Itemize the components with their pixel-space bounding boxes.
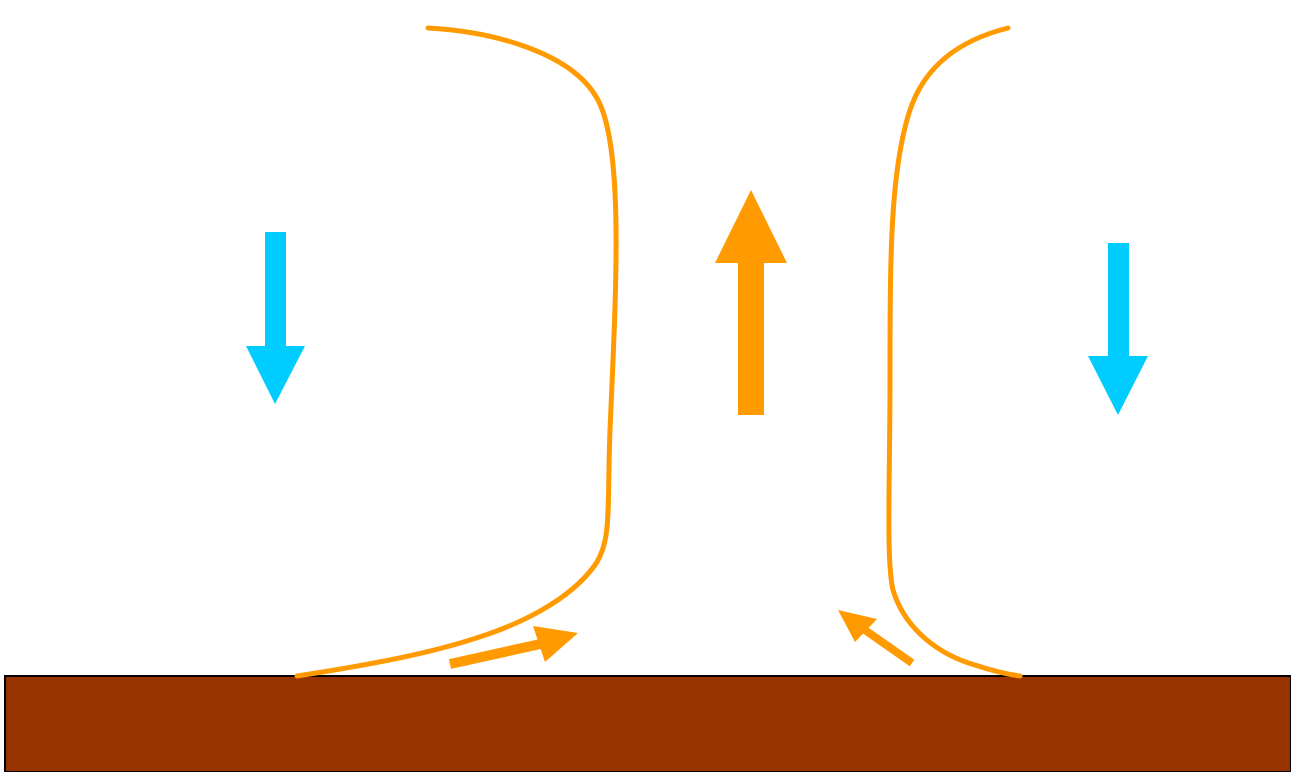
left-flow-streamline: [294, 25, 619, 679]
right-inflow-arrow: [838, 610, 915, 667]
ground: [4, 675, 1291, 772]
right-downdraft-arrow: [1088, 243, 1148, 415]
left-downdraft-arrow: [246, 232, 305, 404]
updraft-arrow: [715, 190, 787, 415]
left-inflow-arrow: [448, 626, 578, 669]
right-flow-streamline: [886, 25, 1023, 679]
